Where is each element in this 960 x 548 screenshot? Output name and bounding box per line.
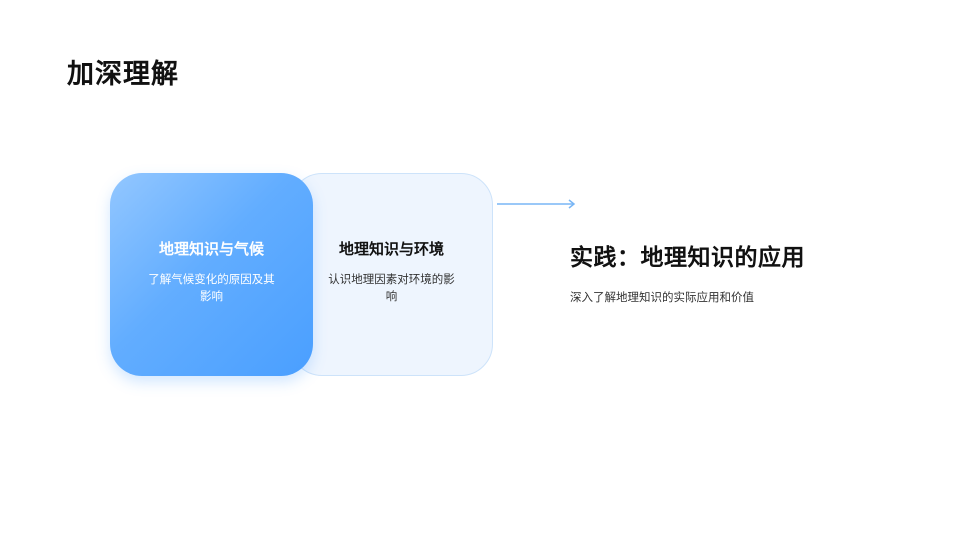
- arrow-right-icon: [497, 199, 576, 209]
- card-title: 地理知识与环境: [338, 240, 444, 258]
- card-environment: 地理知识与环境 认识地理因素对环境的影响: [290, 173, 493, 376]
- card-title: 地理知识与气候: [158, 240, 264, 258]
- card-description: 认识地理因素对环境的影响: [328, 272, 455, 303]
- card-climate: 地理知识与气候 了解气候变化的原因及其影响: [110, 173, 313, 376]
- card-description: 了解气候变化的原因及其影响: [148, 272, 275, 303]
- practice-title: 实践：地理知识的应用: [570, 245, 805, 271]
- practice-description: 深入了解地理知识的实际应用和价值: [570, 290, 754, 304]
- page-title: 加深理解: [67, 59, 179, 90]
